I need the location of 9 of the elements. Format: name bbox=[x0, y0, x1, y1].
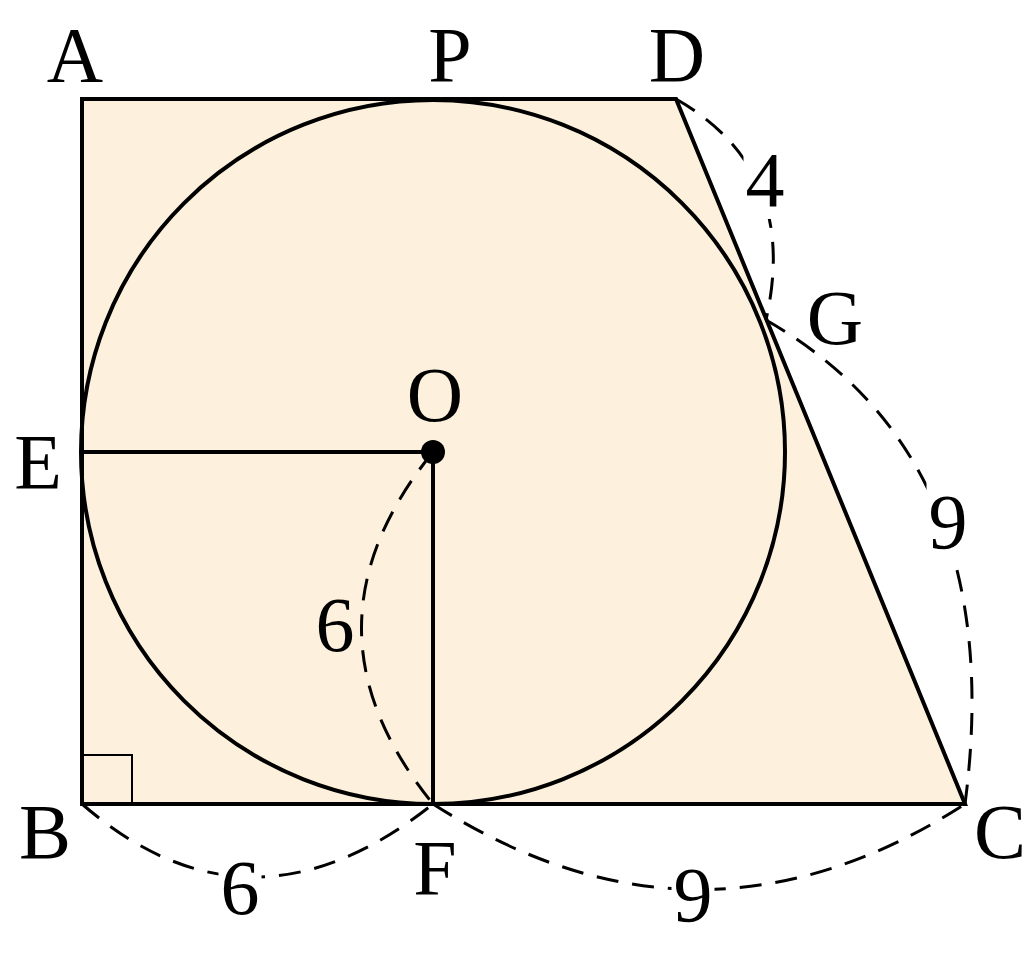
point-label: C bbox=[973, 793, 1027, 871]
point-label: F bbox=[412, 829, 458, 907]
point-label: P bbox=[427, 16, 473, 94]
point-label: B bbox=[18, 793, 72, 871]
point-label: E bbox=[13, 423, 63, 501]
point-label: D bbox=[647, 16, 707, 94]
point-label: G bbox=[805, 279, 865, 357]
point-label: O bbox=[405, 356, 465, 434]
point-label: A bbox=[45, 16, 105, 94]
